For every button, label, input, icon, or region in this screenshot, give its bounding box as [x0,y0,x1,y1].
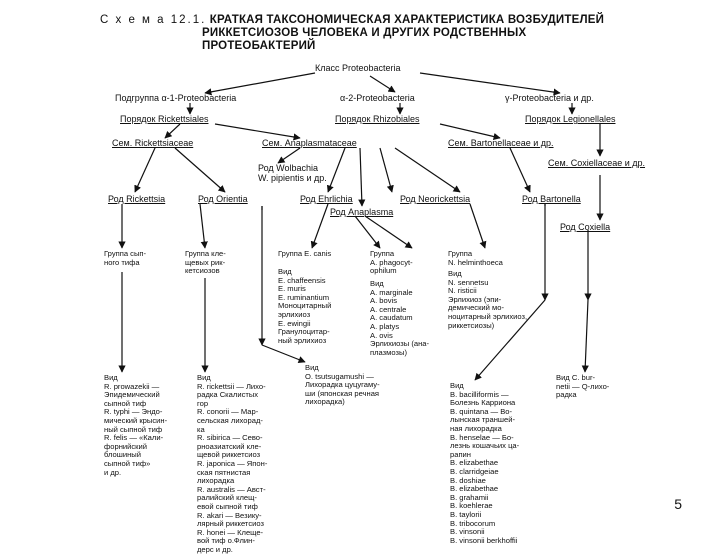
node-group-n-helminthoeca: Группа N. helminthoeca [448,249,503,267]
node-family-rickettsiaceae: Сем. Rickettsiaceae [112,138,194,148]
node-order-rickettsiales: Порядок Rickettsiales [120,114,209,124]
node-family-anaplasmataceae: Сем. Anaplasmataceae [262,138,357,148]
node-genus-neorickettsia: Род Neorickettsia [400,194,471,204]
species-anaplasma: Вид A. marginale A. bovis A. centrale A.… [370,279,430,357]
diagram-title: С х е м а 12.1. КРАТКАЯ ТАКСОНОМИЧЕСКАЯ … [100,14,604,53]
node-group-spotted-fever: Группа кле- щевых рик- кетсиозов [185,249,226,276]
node-family-bartonellaceae: Сем. Bartonellaceae и др. [448,138,554,148]
page-number: 5 [674,496,682,512]
node-genus-coxiella: Род Coxiella [560,222,611,232]
node-genus-ehrlichia: Род Ehrlichia [300,194,353,204]
node-group-a-phagocytophilum: Группа A. phagocyt- ophilum [370,249,413,276]
title-line-2: РИККЕТСИОЗОВ ЧЕЛОВЕКА И ДРУГИХ РОДСТВЕНН… [202,27,527,39]
species-typhus-group: Вид R. prowazekii — Эпидемический сыпной… [104,373,168,477]
node-subgroup-alpha2: α-2-Proteobacteria [340,93,415,103]
node-class-proteobacteria: Класс Proteobacteria [315,63,401,73]
species-spotted-fever-group: Вид R. rickettsii — Лихо- радка Скалисты… [197,373,268,554]
node-genus-rickettsia: Род Rickettsia [108,194,166,204]
title-lead: С х е м а 12.1. [100,14,207,26]
node-genus-anaplasma: Род Anaplasma [330,207,394,217]
wolbachia-genus-label: Род Wolbachia [258,163,319,173]
title-line-1: КРАТКАЯ ТАКСОНОМИЧЕСКАЯ ХАРАКТЕРИСТИКА В… [209,14,605,26]
node-order-rhizobiales: Порядок Rhizobiales [335,114,420,124]
node-group-typhus: Группа сып- ного тифа [104,249,147,267]
species-ehrlichia: Вид E. chaffeensis E. muris E. ruminanti… [278,267,332,345]
node-order-legionellales: Порядок Legionellales [525,114,616,124]
tree-connectors [118,72,604,381]
node-group-e-canis: Группа E. canis [278,249,332,258]
species-coxiella: Вид C. bur- netii — Q-лихо- радка [556,373,610,400]
species-bartonella: Вид B. bacilliformis — Болезнь Карриона … [450,381,520,545]
node-family-coxiellaceae: Сем. Coxiellaceae и др. [548,158,646,168]
node-genus-wolbachia: Род Wolbachia W. pipientis и др. [258,163,327,183]
wolbachia-species-label: W. pipientis и др. [258,173,327,183]
node-genus-orientia: Род Orientia [198,194,248,204]
species-orientia: Вид O. tsutsugamushi — Лихорадка цуцугам… [305,363,380,407]
node-subgroup-gamma: γ-Proteobacteria и др. [505,93,594,103]
node-subgroup-alpha1: Подгруппа α-1-Proteobacteria [115,93,237,103]
title-line-3: ПРОТЕОБАКТЕРИЙ [202,40,316,52]
node-genus-bartonella: Род Bartonella [522,194,581,204]
species-neorickettsia: Вид N. sennetsu N. risticii Эрлихиоз (эп… [448,269,528,330]
